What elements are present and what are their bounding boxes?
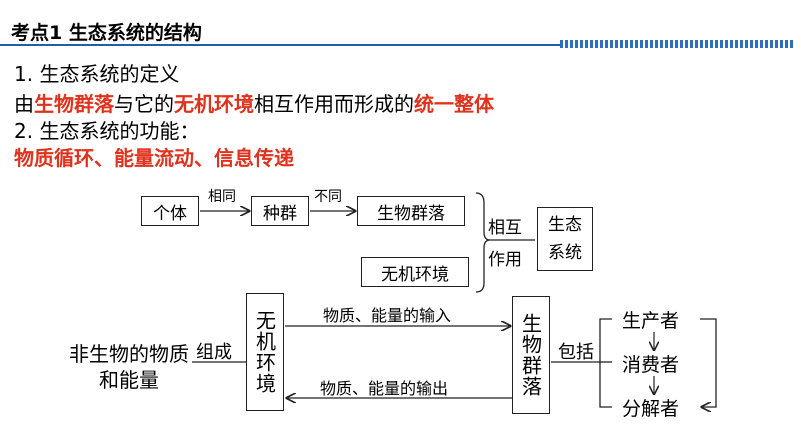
page-title: 考点1 生态系统的结构 <box>11 22 202 44</box>
definition-keyword-environment: 无机环境 <box>174 92 254 116</box>
definition-part: 由 <box>14 92 34 116</box>
label-include: 包括 <box>558 342 594 363</box>
definition-part: 与它的 <box>114 92 174 116</box>
label-same: 相同 <box>208 189 236 205</box>
box-inorganic-environment: 无机环境 <box>361 257 469 287</box>
section2-heading: 2. 生态系统的功能： <box>14 119 200 143</box>
section1-definition: 由生物群落与它的无机环境相互作用而形成的统一整体 <box>14 88 494 117</box>
section1-heading: 1. 生态系统的定义 <box>14 62 180 86</box>
box-inorganic-environment-2: 无机环境 <box>246 293 284 411</box>
label-interaction-bottom: 作用 <box>488 250 522 270</box>
box-community: 生物群落 <box>357 196 465 226</box>
label-different: 不同 <box>314 189 342 205</box>
section2-functions: 物质循环、能量流动、信息传递 <box>14 146 294 170</box>
box-ecosystem: 生态系统 <box>537 207 593 271</box>
label-interaction-top: 相互 <box>488 218 522 238</box>
label-decomposer: 分解者 <box>622 398 680 420</box>
label-nonliving-matter-energy: 非生物的物质和能量 <box>69 342 189 392</box>
label-input: 物质、能量的输入 <box>323 306 452 325</box>
box-individual: 个体 <box>141 196 199 226</box>
header-stripe-decoration <box>560 40 794 48</box>
box-population: 种群 <box>251 196 309 226</box>
definition-keyword-whole: 统一整体 <box>414 92 494 116</box>
label-consumer: 消费者 <box>622 354 680 376</box>
definition-part: 相互作用而形成的 <box>254 92 414 116</box>
header-underline <box>0 44 560 46</box>
label-output: 物质、能量的输出 <box>320 379 449 398</box>
arrow-producer-to-decomposer <box>700 318 717 407</box>
label-producer: 生产者 <box>622 310 680 332</box>
box-community-2: 生物群落 <box>512 296 550 414</box>
bracket-components <box>599 318 612 408</box>
brace-interaction <box>475 192 491 293</box>
label-compose: 组成 <box>196 342 232 363</box>
definition-keyword-community: 生物群落 <box>34 92 114 116</box>
